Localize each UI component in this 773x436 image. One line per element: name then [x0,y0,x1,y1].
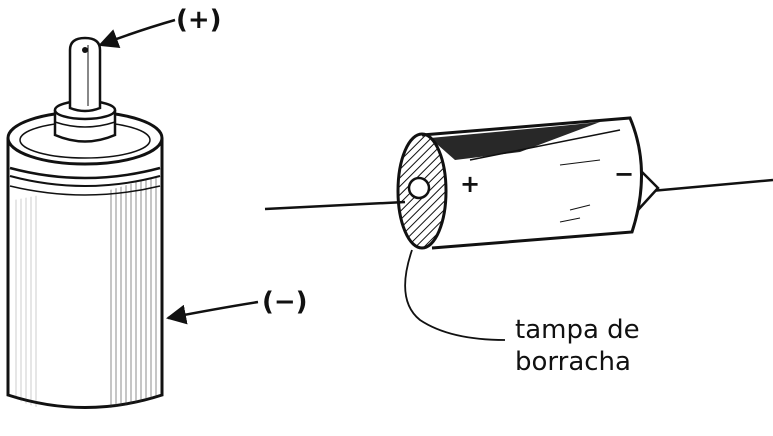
negative-lead [639,178,773,194]
caption-line1: tampa de [515,315,640,345]
positive-label: (+) [176,5,222,35]
minus-sign: − [614,160,634,188]
negative-arrow [166,300,259,325]
axial-capacitor: + − tampa de borracha [264,116,773,377]
radial-capacitor: (+) (−) [6,5,308,409]
plus-sign: + [460,170,480,198]
crimp-ring [9,166,161,180]
caption-pointer [404,249,506,341]
positive-arrow [98,18,176,49]
terminal-hole [82,47,88,53]
negative-label: (−) [262,287,308,317]
positive-lead [264,200,406,211]
terminal-lug [68,36,102,113]
caption-line2: borracha [515,347,631,377]
